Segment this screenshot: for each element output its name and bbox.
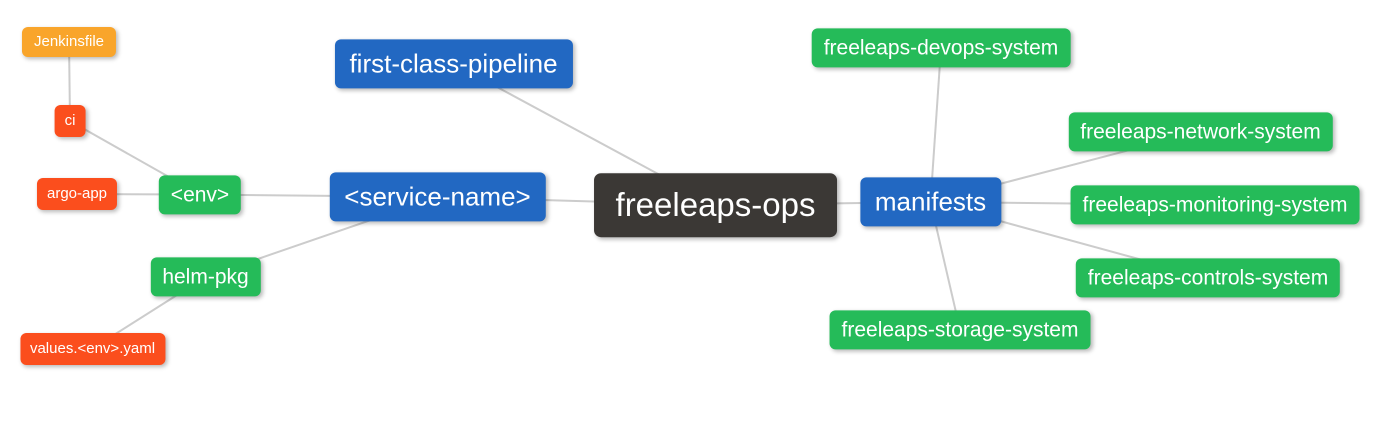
node-manifests[interactable]: manifests (859, 177, 1002, 227)
node-service-name[interactable]: <service-name> (329, 172, 546, 222)
node-ci[interactable]: ci (54, 105, 86, 137)
node-freeleaps-ops[interactable]: freeleaps-ops (593, 173, 838, 237)
node-values-env-yaml[interactable]: values.<env>.yaml (19, 332, 166, 365)
node-helm-pkg[interactable]: helm-pkg (150, 257, 261, 297)
node-first-class-pipeline[interactable]: first-class-pipeline (334, 38, 573, 89)
node-env[interactable]: <env> (158, 174, 242, 215)
edge-manifests--freeleaps-devops-system (929, 47, 942, 203)
node-freeleaps-controls-system[interactable]: freeleaps-controls-system (1075, 258, 1341, 298)
node-freeleaps-network-system[interactable]: freeleaps-network-system (1068, 111, 1333, 152)
node-freeleaps-storage-system[interactable]: freeleaps-storage-system (829, 309, 1091, 350)
node-freeleaps-monitoring-system[interactable]: freeleaps-monitoring-system (1070, 185, 1360, 225)
node-argo-app[interactable]: argo-app (36, 178, 118, 210)
node-jenkinsfile[interactable]: Jenkinsfile (21, 26, 117, 57)
node-freeleaps-devops-system[interactable]: freeleaps-devops-system (811, 28, 1071, 68)
